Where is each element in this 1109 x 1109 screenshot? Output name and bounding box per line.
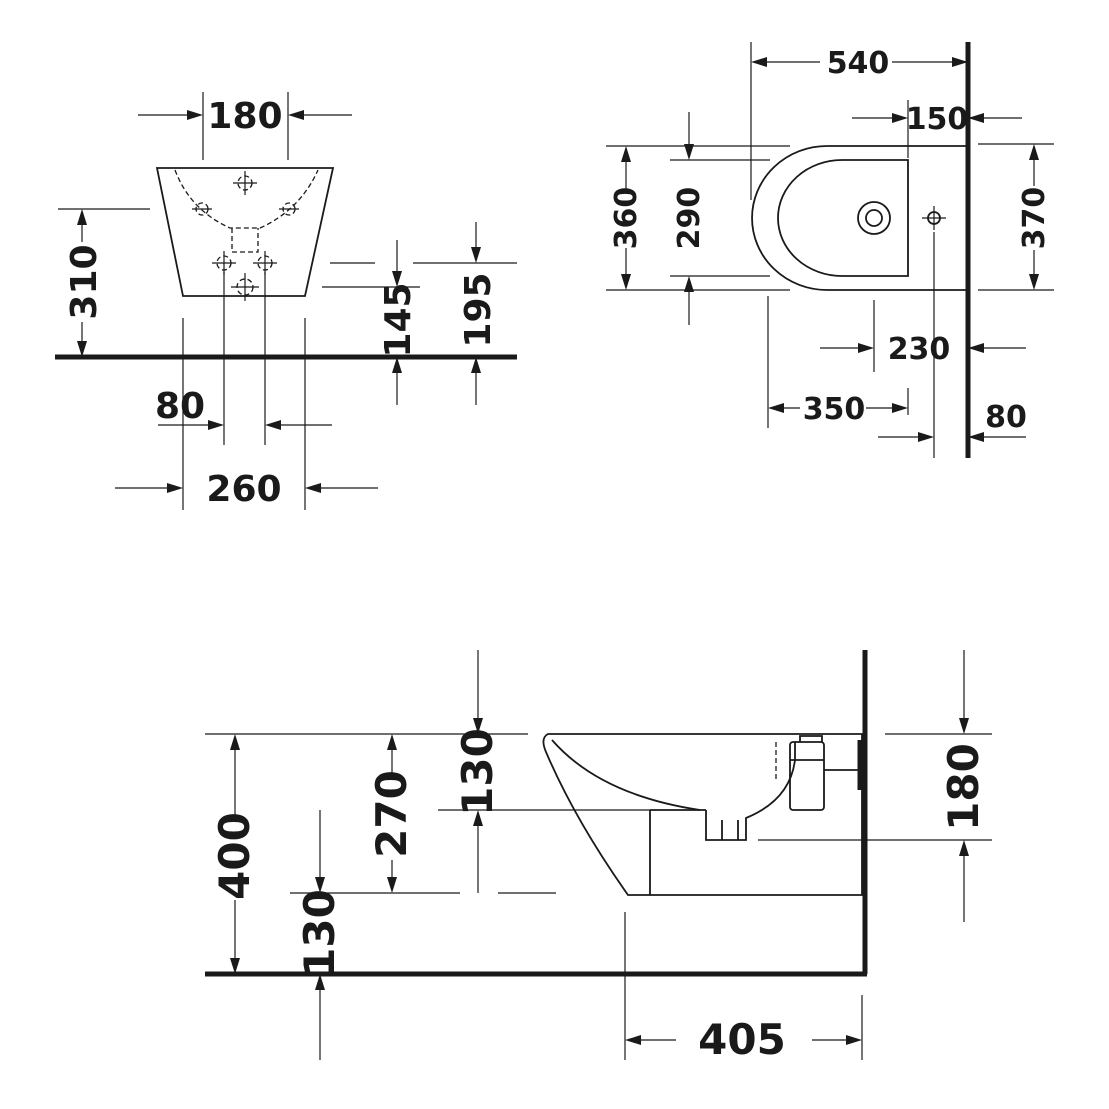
front-outlet <box>231 273 259 301</box>
dim-top-80: 80 <box>985 400 1027 435</box>
top-drain-inner <box>865 209 883 227</box>
front-tap-hole <box>233 171 257 195</box>
dim-side-130-top: 130 <box>453 728 502 816</box>
dim-side-180: 180 <box>939 743 988 831</box>
side-outlet <box>705 742 796 841</box>
dim-front-145: 145 <box>378 282 419 357</box>
side-foot <box>649 809 706 895</box>
dim-front-195: 195 <box>458 272 499 347</box>
side-bowl-curve <box>551 739 701 811</box>
dim-top-150: 150 <box>906 102 969 137</box>
front-overflow-right <box>279 202 299 216</box>
front-drain <box>231 228 259 253</box>
front-view: 180 310 145 195 80 <box>55 92 517 510</box>
dim-side-405: 405 <box>698 1015 786 1064</box>
dim-top-290: 290 <box>672 187 707 250</box>
dim-side-400: 400 <box>210 812 259 900</box>
dim-top-230: 230 <box>888 332 951 367</box>
dim-top-540: 540 <box>827 46 890 81</box>
side-connector-detail <box>790 735 862 771</box>
front-fixing-left <box>212 251 236 275</box>
top-drain-outer <box>857 201 891 235</box>
top-inner-bowl <box>777 159 909 277</box>
top-view: 540 150 360 290 370 <box>606 42 1054 458</box>
front-fixing-right <box>253 251 277 275</box>
front-overflow-left <box>192 202 212 216</box>
dim-top-370: 370 <box>1017 187 1052 250</box>
dim-top-350: 350 <box>803 392 866 427</box>
front-bowl-outline <box>155 167 335 297</box>
dim-front-260: 260 <box>206 469 281 510</box>
side-connector-box <box>789 741 825 811</box>
top-tap-hole <box>922 206 946 230</box>
side-view: 400 270 130 130 180 <box>205 650 992 1064</box>
front-inner-bowl <box>174 169 319 229</box>
dim-front-310: 310 <box>64 244 105 319</box>
dim-side-270: 270 <box>367 770 416 858</box>
dim-front-180: 180 <box>207 96 282 137</box>
dim-side-130-bottom: 130 <box>295 889 344 977</box>
top-bowl-outline <box>751 145 966 291</box>
dim-top-360: 360 <box>609 187 644 250</box>
dim-front-80: 80 <box>155 386 205 427</box>
side-body-outline <box>542 733 863 896</box>
